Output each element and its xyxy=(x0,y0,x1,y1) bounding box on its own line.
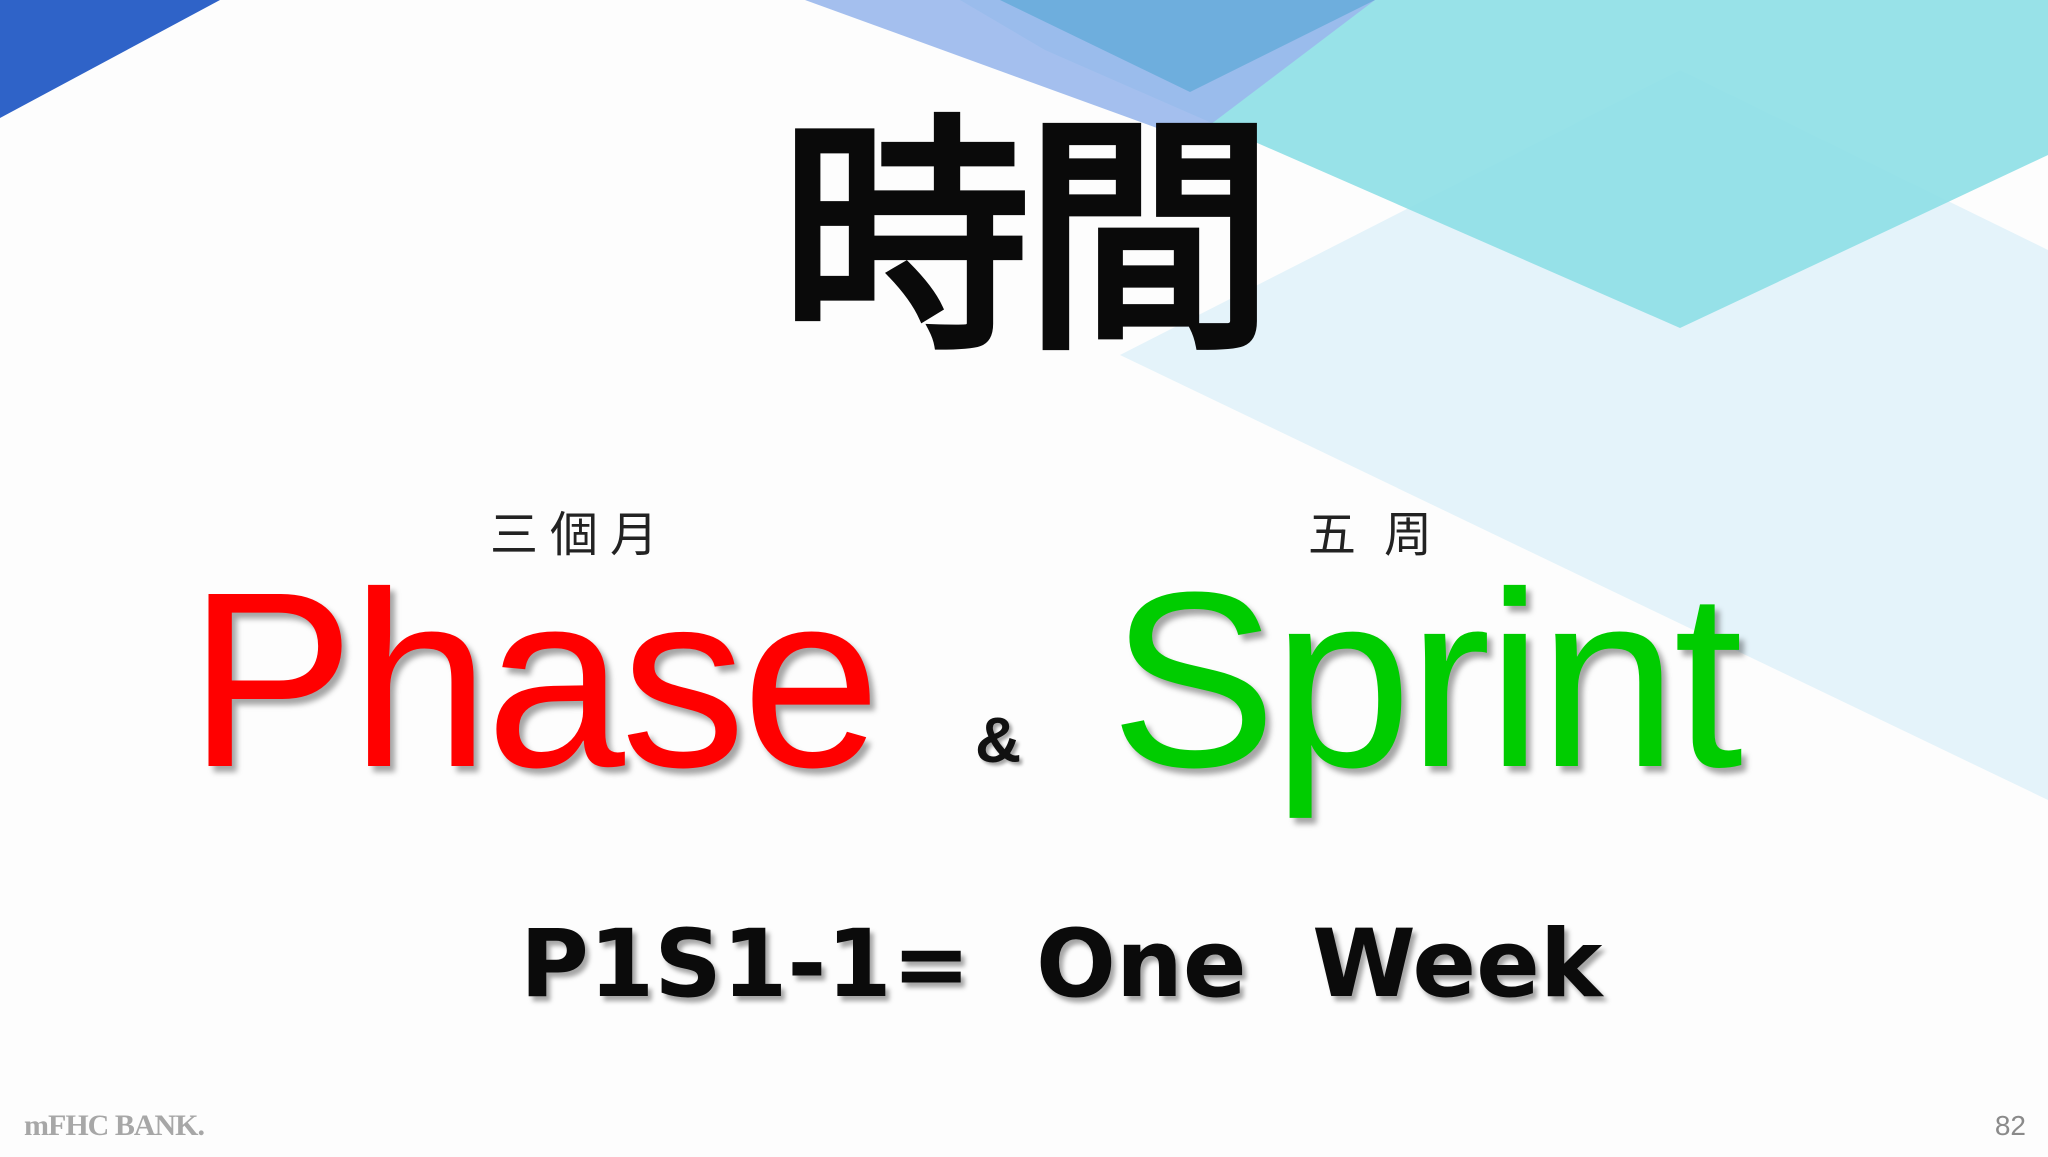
bank-logo: mFHC BANK. xyxy=(24,1109,205,1142)
mid-blue-shape xyxy=(1000,0,1375,92)
phase-word: Phase xyxy=(188,540,881,819)
phase-annotation: 三個月 xyxy=(490,507,671,563)
ampersand: & xyxy=(975,704,1022,776)
subtitle: P1S1-1= One Week xyxy=(520,910,1603,1019)
page-title: 時間 xyxy=(780,94,1274,385)
page-number: 82 xyxy=(1994,1110,2026,1141)
sprint-word: Sprint xyxy=(1110,540,1743,819)
sprint-annotation: 五周 xyxy=(1308,507,1461,563)
dark-blue-corner-triangle xyxy=(0,0,220,118)
